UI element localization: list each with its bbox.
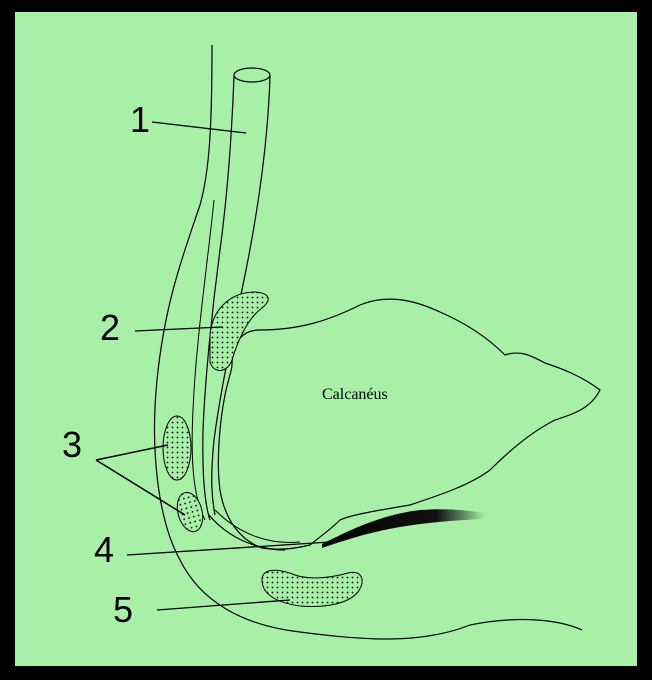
label-1: 1 xyxy=(130,99,150,140)
bursa-3a xyxy=(163,416,191,480)
leader-line-3a xyxy=(96,445,168,460)
leader-line-5 xyxy=(157,600,290,610)
bursa-3b xyxy=(173,490,207,535)
leader-line-4 xyxy=(127,542,330,555)
calcaneus-label: Calcanéus xyxy=(322,386,388,403)
label-2: 2 xyxy=(100,307,120,348)
leader-line-2 xyxy=(135,327,222,331)
label-3: 3 xyxy=(62,424,82,465)
label-5: 5 xyxy=(113,589,133,630)
label-4: 4 xyxy=(94,529,114,570)
bursa-2 xyxy=(210,292,268,370)
plantar-fascia xyxy=(322,509,485,548)
